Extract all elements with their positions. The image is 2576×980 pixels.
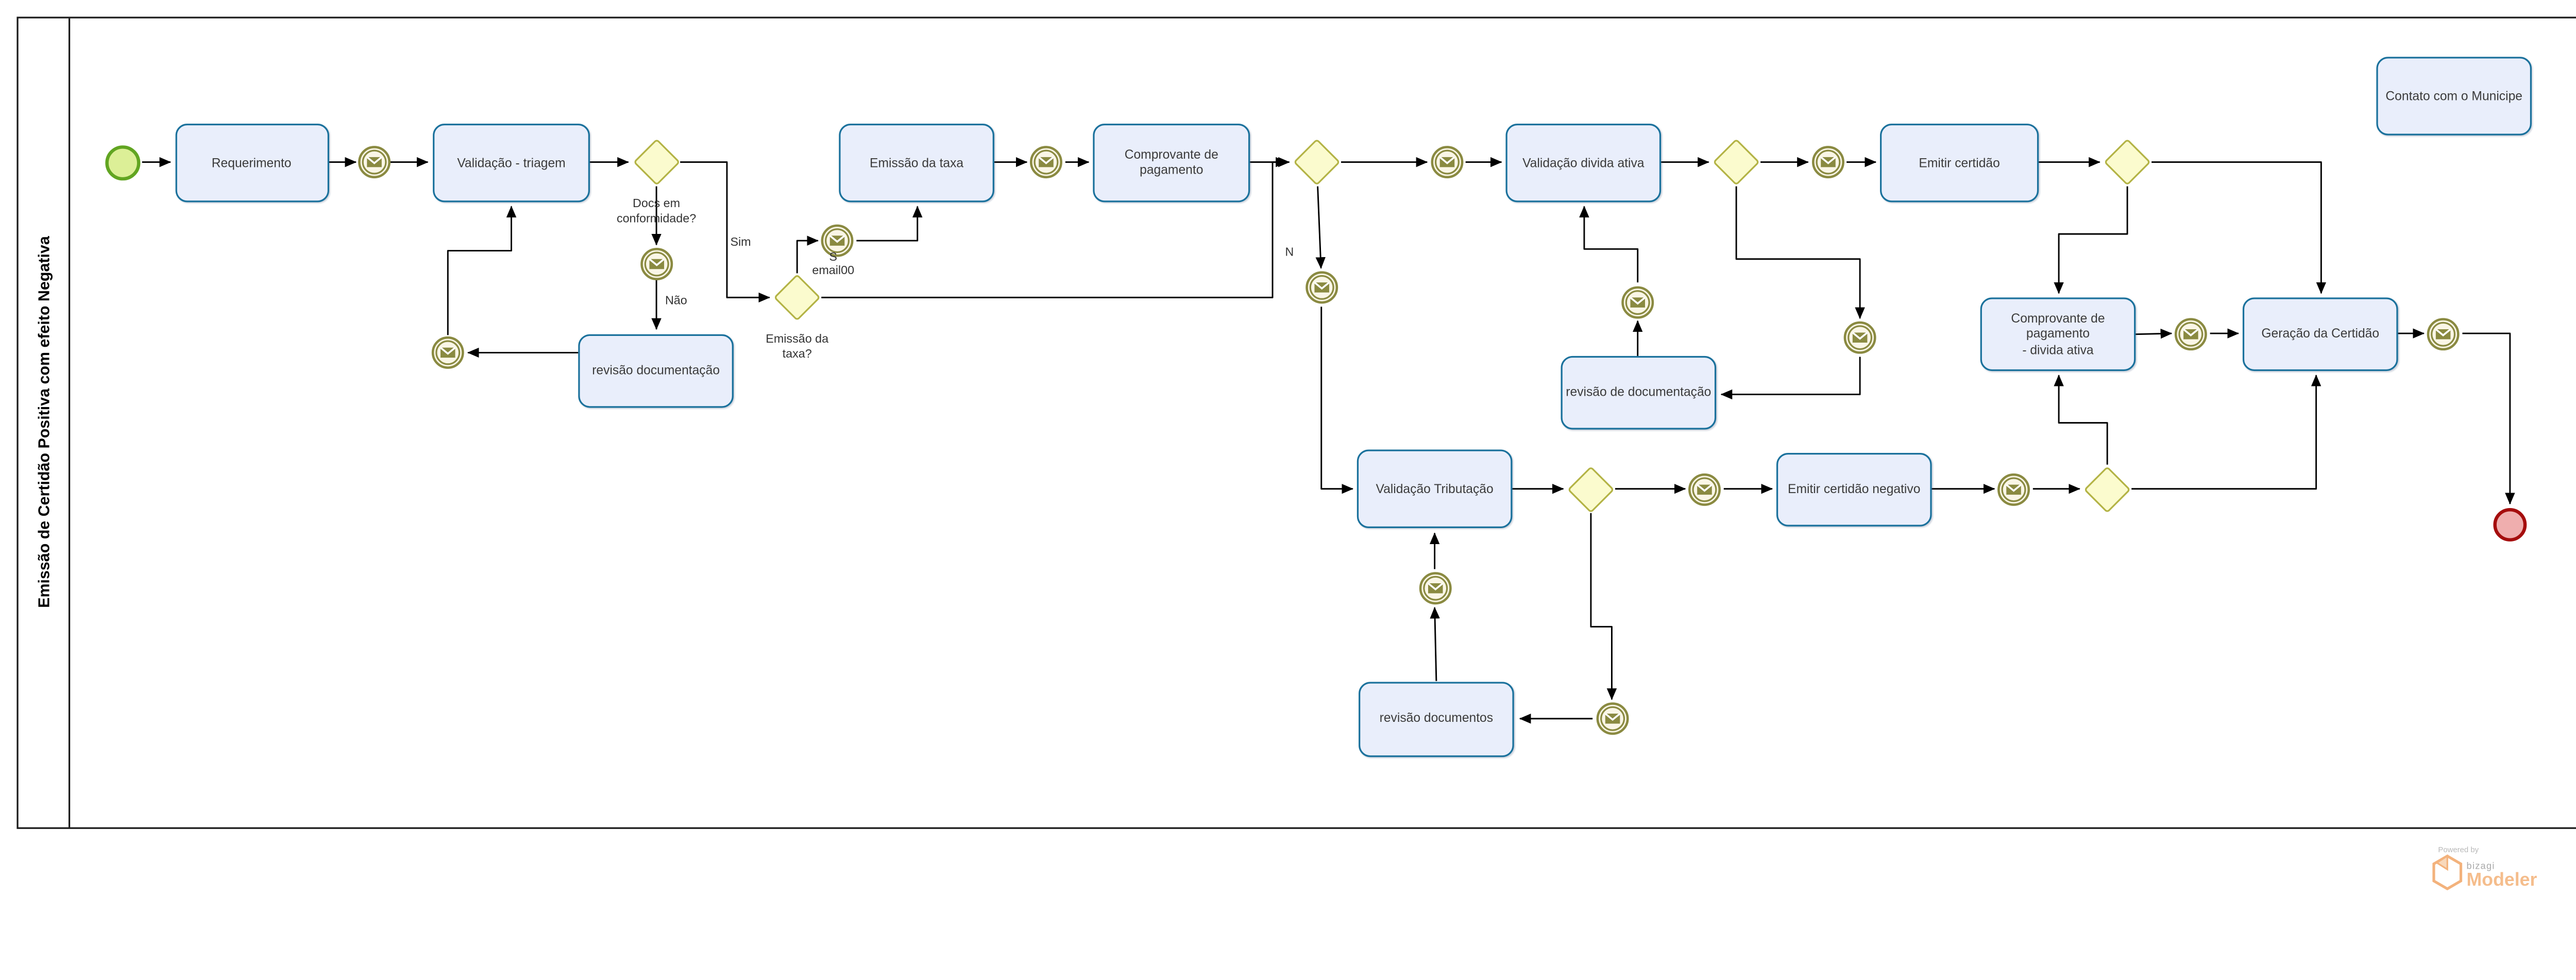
- message-event: [358, 145, 391, 179]
- message-event: [1843, 321, 1877, 354]
- flow-label: Não: [665, 292, 687, 308]
- sequence-flow: [2054, 186, 2128, 294]
- message-event: [1688, 472, 1721, 505]
- envelope-icon: [1688, 472, 1721, 505]
- sequence-flow: [2151, 161, 2327, 294]
- envelope-icon: [640, 248, 673, 280]
- message-event: [431, 336, 465, 369]
- sequence-flow: [1735, 186, 1865, 319]
- envelope-icon: [1997, 472, 2030, 505]
- envelope-icon: [1843, 321, 1876, 354]
- message-event: [2427, 317, 2460, 350]
- pool-label-band: Emissão de Certidão Positiva com efeito …: [18, 18, 70, 827]
- bpmn-task: Comprovante de pagamento: [1093, 123, 1250, 202]
- sequence-flow: [1430, 606, 1440, 681]
- envelope-icon: [2427, 317, 2460, 350]
- message-event: [821, 224, 854, 258]
- bizagi-branding: Powered by bizagi Modeler: [2431, 846, 2576, 891]
- bpmn-task: revisão de documentação: [1561, 356, 1717, 430]
- gateway-label: Emissão da taxa?: [766, 331, 829, 361]
- envelope-icon: [1811, 146, 1844, 179]
- bpmn-task: Validação Tributação: [1357, 449, 1513, 528]
- sequence-flow: [680, 161, 770, 303]
- bpmn-task: Comprovante de pagamento - divida ativa: [1980, 297, 2136, 371]
- envelope-icon: [1418, 572, 1451, 605]
- message-event: [1595, 702, 1629, 735]
- envelope-icon: [431, 336, 464, 369]
- bizagi-label: bizagi: [2466, 862, 2495, 873]
- message-event: [1430, 145, 1463, 179]
- start-event: [105, 144, 141, 180]
- message-event: [1621, 285, 1654, 318]
- message-event: [1810, 145, 1844, 179]
- bpmn-task: Geração da Certidão: [2242, 297, 2398, 371]
- bpmn-task: Requerimento: [174, 123, 329, 202]
- envelope-icon: [1430, 146, 1463, 179]
- sequence-flow: [2136, 328, 2173, 339]
- flow-label: S email00: [812, 249, 855, 278]
- sequence-flow: [1315, 186, 1326, 269]
- sequence-flow: [796, 235, 819, 274]
- sequence-flow: [1720, 357, 1861, 400]
- flow-label: Sim: [730, 234, 751, 249]
- sequence-flow: [1320, 307, 1353, 494]
- bpmn-task: Validação divida ativa: [1505, 123, 1662, 202]
- sequence-flow: [2054, 374, 2108, 465]
- envelope-icon: [2174, 317, 2207, 350]
- bpmn-task: Validação - triagem: [433, 123, 590, 202]
- bpmn-task: Emitir certidão: [1880, 123, 2039, 202]
- envelope-icon: [1595, 702, 1628, 735]
- gateway-label: Docs em conformidade?: [616, 195, 697, 225]
- message-event: [1304, 271, 1338, 304]
- envelope-icon: [1030, 146, 1062, 179]
- envelope-icon: [1305, 271, 1338, 304]
- sequence-flow: [821, 157, 1287, 298]
- end-event: [2493, 508, 2527, 542]
- flow-label: N: [1285, 244, 1294, 259]
- message-event: [2174, 317, 2208, 350]
- envelope-icon: [358, 146, 391, 179]
- sequence-flow: [2462, 332, 2515, 505]
- message-event: [1418, 571, 1451, 605]
- bpmn-task: revisão documentos: [1359, 681, 1514, 756]
- sequence-flow: [1590, 513, 1617, 700]
- modeler-label: Modeler: [2466, 870, 2537, 891]
- bpmn-task: Contato com o Municipe: [2376, 57, 2532, 136]
- bpmn-task: Emitir certidão negativo: [1776, 452, 1932, 526]
- envelope-icon: [1621, 285, 1654, 318]
- envelope-icon: [821, 224, 854, 257]
- bpmn-task: Emissão da taxa: [839, 123, 994, 202]
- sequence-flow: [856, 206, 923, 242]
- bizagi-hexagon-icon: [2432, 854, 2463, 890]
- sequence-flow: [1579, 206, 1639, 283]
- powered-by-label: Powered by: [2438, 846, 2479, 854]
- bpmn-task: revisão documentação: [578, 333, 734, 407]
- message-event: [1997, 472, 2030, 505]
- message-event: [640, 247, 673, 281]
- sequence-flow: [2131, 374, 2321, 490]
- sequence-flow: [447, 206, 517, 335]
- message-event: [1029, 145, 1063, 179]
